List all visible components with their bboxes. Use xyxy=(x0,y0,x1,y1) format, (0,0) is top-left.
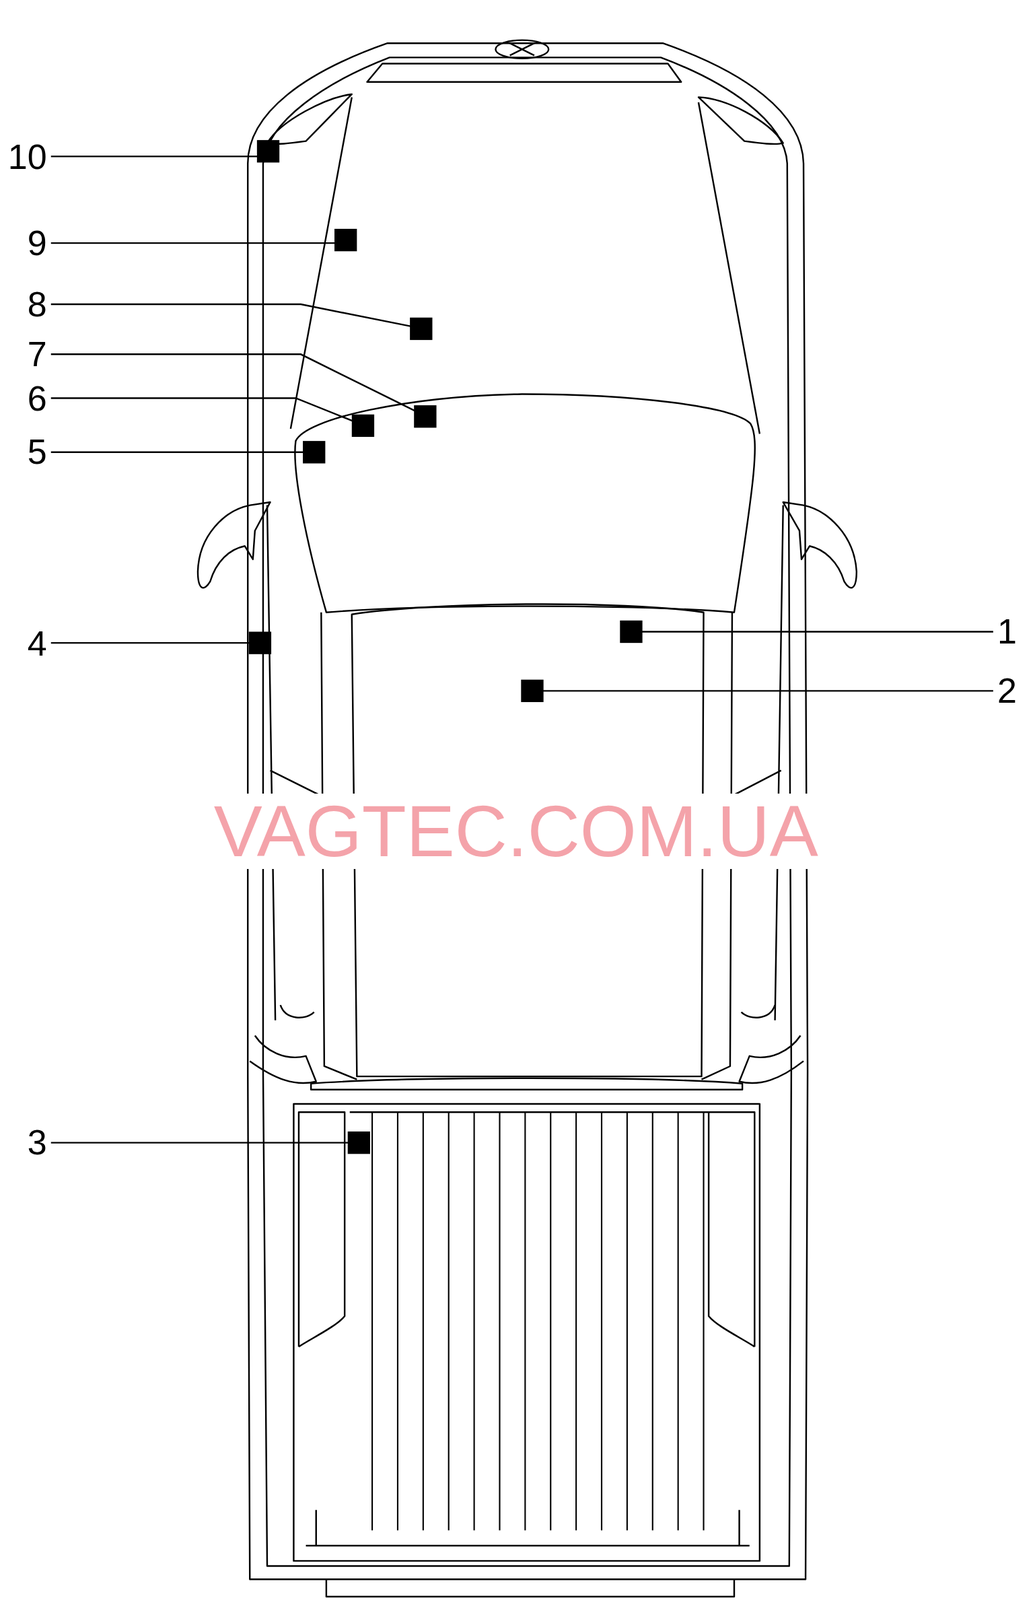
leader-line xyxy=(51,304,414,327)
mirror-left xyxy=(197,502,271,588)
headlight-right xyxy=(698,96,784,144)
location-marker xyxy=(257,139,280,163)
leader-line xyxy=(51,641,254,644)
grille xyxy=(366,63,682,82)
leader-line xyxy=(51,1141,352,1143)
callout-number: 6 xyxy=(27,380,48,416)
callout-number: 1 xyxy=(997,613,1017,649)
callout-number: 4 xyxy=(27,625,48,661)
callout-number: 9 xyxy=(27,225,48,261)
location-markers xyxy=(248,139,643,1154)
leader-lines xyxy=(51,156,994,1142)
windshield xyxy=(294,393,755,612)
bed-wheel-right xyxy=(708,1111,755,1347)
leader-line xyxy=(51,242,337,244)
location-marker xyxy=(248,631,272,654)
badge xyxy=(495,40,549,59)
rear-arch-right xyxy=(739,1004,804,1083)
location-marker xyxy=(347,1131,371,1154)
callout-number: 2 xyxy=(997,672,1017,708)
hood-line-right xyxy=(698,102,760,434)
callout-number: 8 xyxy=(27,286,48,322)
bed-outline xyxy=(293,1103,760,1561)
location-marker xyxy=(334,228,357,252)
location-marker xyxy=(302,440,326,463)
location-marker xyxy=(351,414,375,437)
callout-number: 10 xyxy=(8,139,48,175)
leader-line xyxy=(637,630,994,632)
bed-front-rail xyxy=(349,1111,709,1113)
callout-number: 3 xyxy=(27,1124,48,1160)
door-pillar-right xyxy=(730,505,784,1021)
bed-ribs xyxy=(372,1111,704,1530)
headlight-left xyxy=(267,94,352,145)
hood-line-left xyxy=(290,96,352,428)
leader-line xyxy=(51,353,418,412)
rear-arch-left xyxy=(249,1004,316,1083)
callout-number: 7 xyxy=(27,336,48,372)
location-marker xyxy=(619,620,642,643)
location-marker xyxy=(413,405,437,428)
leader-line xyxy=(51,451,307,453)
vehicle-outline xyxy=(197,40,857,1597)
mirror-right xyxy=(783,502,857,588)
leader-line xyxy=(51,155,262,157)
bed-rib xyxy=(372,1111,704,1530)
cab-rear-edge xyxy=(310,1078,743,1090)
leader-line xyxy=(538,689,994,692)
watermark: VAGTEC.COM.UA xyxy=(209,793,823,869)
badge-mark xyxy=(510,43,535,56)
location-marker xyxy=(409,317,433,340)
door-pillar-left xyxy=(267,505,325,1021)
bed-wheel-left xyxy=(298,1111,345,1347)
location-marker xyxy=(520,679,544,702)
callout-number: 5 xyxy=(27,434,48,470)
leader-line xyxy=(51,397,358,422)
